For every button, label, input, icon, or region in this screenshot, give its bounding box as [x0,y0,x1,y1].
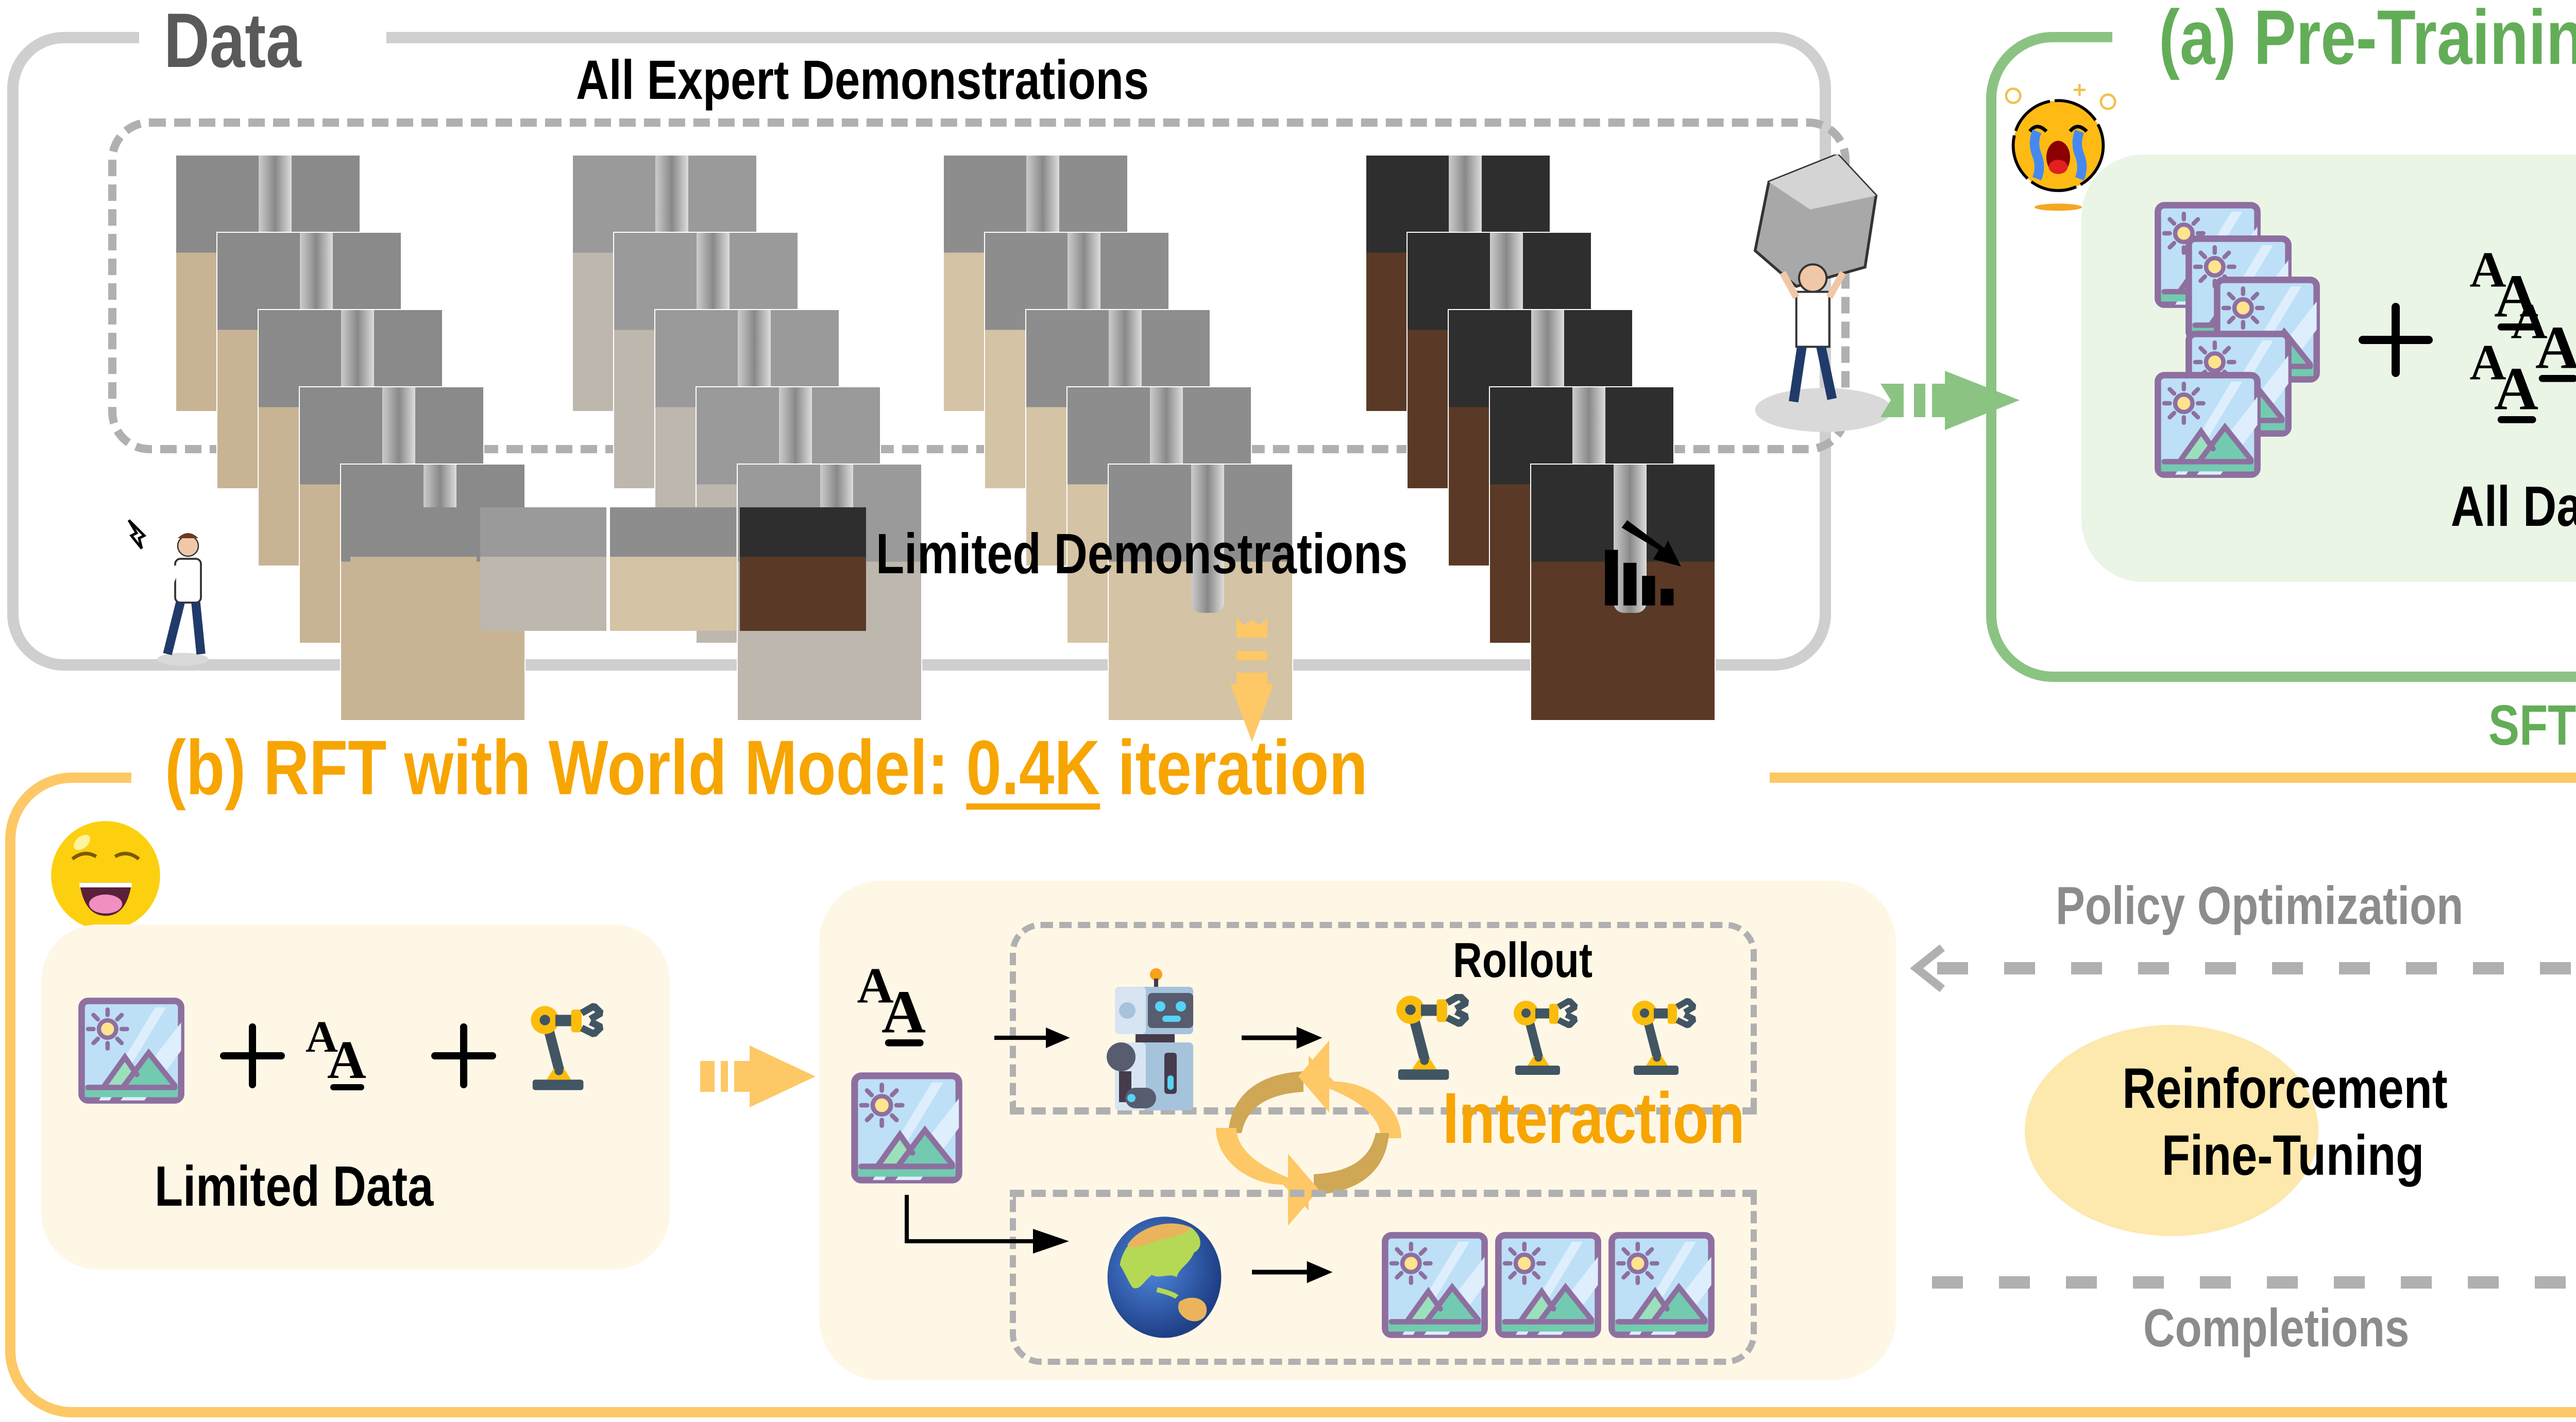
interaction-loop-box [819,881,1896,1380]
interaction-label: Interaction [1443,1077,1745,1158]
robot-icon [1103,968,1206,1112]
plus-icon [216,1020,289,1092]
laughing-emoji-icon [46,816,165,935]
expert-demos-label: All Expert Demonstrations [576,48,1149,111]
robot-arm-icon [1623,994,1700,1082]
pretrain-panel-title: (a) Pre-Training: 150K iteration [2159,0,2576,82]
pretrain-title-prefix: (a) Pre-Training: [2159,0,2576,80]
decline-chart-icon [1592,520,1685,613]
arrow-right-icon [1252,1257,1334,1288]
rollout-box [1010,922,1757,1107]
all-data-label: All Data [2450,475,2576,538]
completions-arrow [1932,1257,2576,1308]
data-to-rft-arrow [1226,618,1278,742]
person-carrying-icon [1710,155,1937,443]
globe-icon [1103,1210,1226,1344]
image-icon [1607,1231,1716,1339]
robot-arm-icon [520,999,608,1097]
rft-label-line2: Fine-Tuning [2161,1124,2425,1187]
world-model-box [1010,1190,1757,1365]
limited-demos-label: Limited Demonstrations [876,522,1408,586]
limited-demo-thumbnail [740,507,866,631]
limited-demo-thumbnail [350,507,477,631]
rollout-label: Rollout [1453,933,1593,988]
image-to-wm-connector [904,1195,1074,1262]
crying-emoji-icon [1999,46,2117,216]
limited-to-loop-arrow [698,1046,817,1107]
text-icon [2468,330,2555,433]
limited-demo-thumbnail [610,507,736,631]
image-icon [2154,371,2262,479]
image-icon [77,997,185,1105]
image-icon [1381,1231,1489,1339]
data-to-pretrain-arrow [1875,371,2040,433]
rft-title-prefix: (b) RFT with World Model: [165,724,967,811]
plus-icon [428,1020,500,1092]
limited-data-label: Limited Data [155,1155,434,1218]
rft-title-suffix: iteration [1100,724,1368,811]
policy-optimization-label: Policy Optimization [2056,876,2464,936]
robot-arm-icon [1504,994,1582,1082]
limited-demo-thumbnail [480,507,606,631]
person-walking-icon [103,515,258,670]
policy-optimization-arrow [1906,943,2576,994]
arrow-right-icon [994,1022,1072,1053]
image-icon [850,1071,963,1185]
rft-ellipse [2025,1025,2318,1236]
sft-label: SFT [2488,694,2576,757]
text-icon [855,948,943,1061]
robot-arm-in-scene [1191,465,1225,613]
rft-label-line1: Reinforcement [2122,1057,2448,1120]
text-icon [304,994,381,1112]
image-icon [1494,1231,1602,1339]
completions-label: Completions [2143,1298,2410,1358]
plus-icon [2354,299,2437,381]
pretrain-panel [1986,32,2576,682]
rft-iteration-count: 0.4K [966,724,1100,811]
demo-frame [1530,464,1716,721]
arrow-right-icon [1242,1022,1324,1053]
data-panel-title: Data [164,0,301,83]
rft-panel-title: (b) RFT with World Model: 0.4K iteration [165,723,1368,812]
